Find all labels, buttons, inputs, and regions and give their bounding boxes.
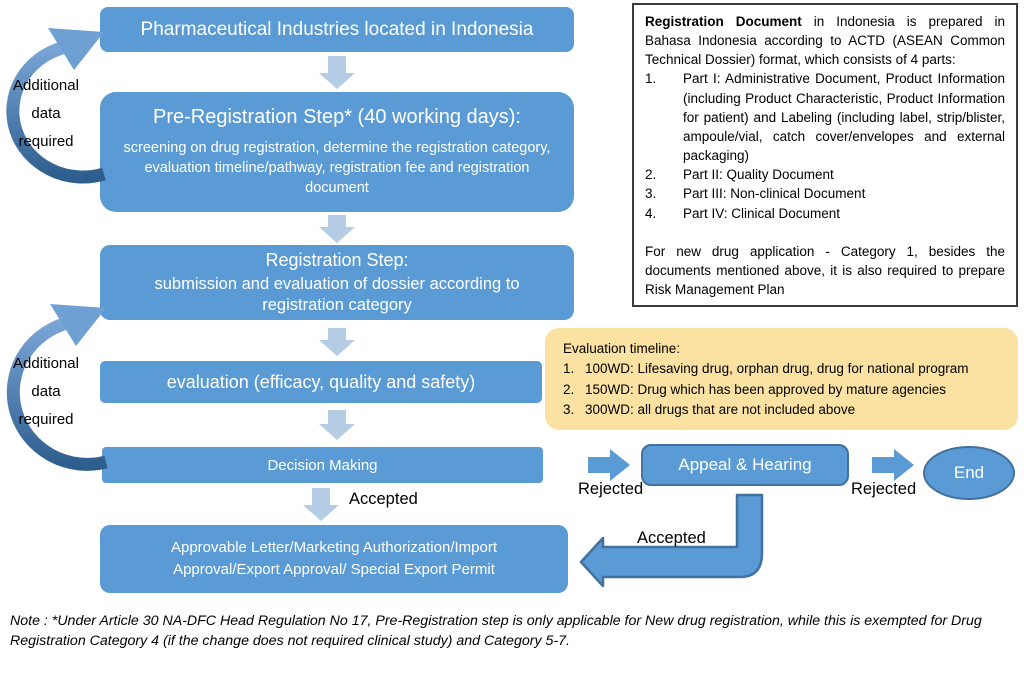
label-additional-data-bottom: Additional data required bbox=[13, 355, 79, 429]
down-arrow-2 bbox=[319, 215, 355, 243]
node-appeal-hearing-label: Appeal & Hearing bbox=[678, 455, 812, 474]
down-arrow-1 bbox=[319, 56, 355, 89]
node-registration-step-body: submission and evaluation of dossier acc… bbox=[154, 274, 520, 314]
node-registration-step: Registration Step: submission and evalua… bbox=[100, 245, 574, 320]
label-additional-data-top: Additional data required bbox=[13, 77, 79, 151]
node-approval-letter: Approvable Letter/Marketing Authorizatio… bbox=[100, 525, 568, 593]
loop-arrow-bottom-head-icon bbox=[50, 304, 106, 346]
timeline-item-3-num: 3. bbox=[563, 401, 575, 417]
timeline-item-2: 2. 150WD: Drug which has been approved b… bbox=[563, 380, 1006, 400]
regdoc-item-1: 1. Part I: Administrative Document, Prod… bbox=[645, 69, 1005, 165]
timeline-item-1: 1. 100WD: Lifesaving drug, orphan drug, … bbox=[563, 359, 1006, 379]
label-rejected-appeal: Rejected bbox=[851, 480, 917, 498]
node-appeal-hearing: Appeal & Hearing bbox=[641, 444, 849, 486]
node-pre-registration-title: Pre-Registration Step* (40 working days)… bbox=[153, 106, 521, 128]
regdoc-item-1-num: 1. bbox=[645, 71, 657, 87]
node-evaluation: evaluation (efficacy, quality and safety… bbox=[100, 361, 542, 403]
registration-document-intro-bold: Registration Document bbox=[645, 14, 802, 29]
regdoc-item-3-num: 3. bbox=[645, 186, 657, 202]
node-approval-letter-label: Approvable Letter/Marketing Authorizatio… bbox=[170, 539, 497, 578]
node-registration-step-title: Registration Step: bbox=[265, 249, 409, 270]
registration-document-panel: Registration Document in Indonesia is pr… bbox=[632, 3, 1018, 307]
regdoc-item-2-text: Part II: Quality Document bbox=[683, 167, 834, 183]
right-arrow-rejected-1 bbox=[588, 449, 630, 481]
down-arrow-5 bbox=[303, 488, 339, 521]
loop-arrow-top-head-icon bbox=[48, 28, 104, 70]
timeline-item-1-num: 1. bbox=[563, 361, 575, 377]
timeline-item-3: 3. 300WD: all drugs that are not include… bbox=[563, 400, 1006, 420]
regdoc-item-1-text: Part I: Administrative Document, Product… bbox=[683, 71, 1005, 164]
node-pre-registration-body: screening on drug registration, determin… bbox=[123, 140, 551, 196]
label-rejected-decision: Rejected bbox=[578, 480, 644, 498]
right-arrow-rejected-2 bbox=[872, 449, 914, 481]
node-pharma-industries-label: Pharmaceutical Industries located in Ind… bbox=[140, 18, 534, 40]
node-decision-making: Decision Making bbox=[102, 447, 543, 483]
node-pre-registration: Pre-Registration Step* (40 working days)… bbox=[100, 92, 574, 212]
timeline-title: Evaluation timeline: bbox=[563, 341, 681, 356]
evaluation-timeline-panel: Evaluation timeline: 1. 100WD: Lifesavin… bbox=[545, 328, 1018, 430]
node-end: End bbox=[923, 446, 1015, 500]
timeline-item-1-text: 100WD: Lifesaving drug, orphan drug, dru… bbox=[585, 361, 969, 377]
label-accepted-decision: Accepted bbox=[349, 490, 418, 508]
regdoc-item-2: 2. Part II: Quality Document bbox=[645, 165, 1005, 184]
regdoc-item-3: 3. Part III: Non-clinical Document bbox=[645, 184, 1005, 203]
timeline-item-3-text: 300WD: all drugs that are not included a… bbox=[585, 401, 856, 417]
node-pharma-industries: Pharmaceutical Industries located in Ind… bbox=[100, 7, 574, 52]
down-arrow-3 bbox=[319, 328, 355, 356]
node-evaluation-label: evaluation (efficacy, quality and safety… bbox=[166, 371, 476, 392]
regdoc-footer: For new drug application - Category 1, b… bbox=[645, 243, 1005, 298]
registration-document-intro-rest: in Indonesia is prepared in Bahasa Indon… bbox=[645, 14, 1006, 68]
label-accepted-appeal: Accepted bbox=[637, 529, 706, 547]
regdoc-item-4: 4. Part IV: Clinical Document bbox=[645, 204, 1005, 223]
node-end-label: End bbox=[953, 463, 985, 482]
regdoc-item-2-num: 2. bbox=[645, 167, 657, 183]
node-decision-making-label: Decision Making bbox=[267, 456, 378, 474]
regdoc-item-3-text: Part III: Non-clinical Document bbox=[683, 186, 866, 202]
down-arrow-4 bbox=[319, 410, 355, 440]
regdoc-item-4-num: 4. bbox=[645, 205, 657, 221]
registration-document-intro: Registration Document in Indonesia is pr… bbox=[645, 12, 1005, 69]
timeline-item-2-text: 150WD: Drug which has been approved by m… bbox=[585, 381, 946, 397]
timeline-item-2-num: 2. bbox=[563, 381, 575, 397]
footnote: Note : *Under Article 30 NA-DFC Head Reg… bbox=[10, 613, 982, 649]
regdoc-item-4-text: Part IV: Clinical Document bbox=[683, 205, 841, 221]
